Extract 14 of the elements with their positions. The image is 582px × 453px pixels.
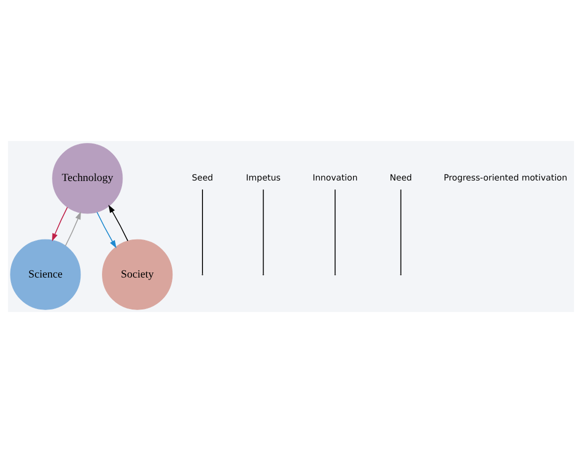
connector	[334, 189, 336, 274]
node-text: Innovation	[312, 174, 358, 184]
arrow	[52, 206, 68, 242]
node-circle: Science	[10, 239, 81, 310]
arrow	[65, 211, 81, 246]
arrow	[108, 204, 128, 242]
arrow	[96, 212, 116, 248]
node-text: Impetus	[246, 174, 281, 184]
node-text: Seed	[192, 174, 214, 184]
connector	[262, 189, 264, 274]
connector	[202, 189, 203, 274]
label: Progress-oriented motivation	[444, 174, 568, 184]
node-text: Need	[390, 174, 412, 184]
connector	[400, 189, 402, 274]
